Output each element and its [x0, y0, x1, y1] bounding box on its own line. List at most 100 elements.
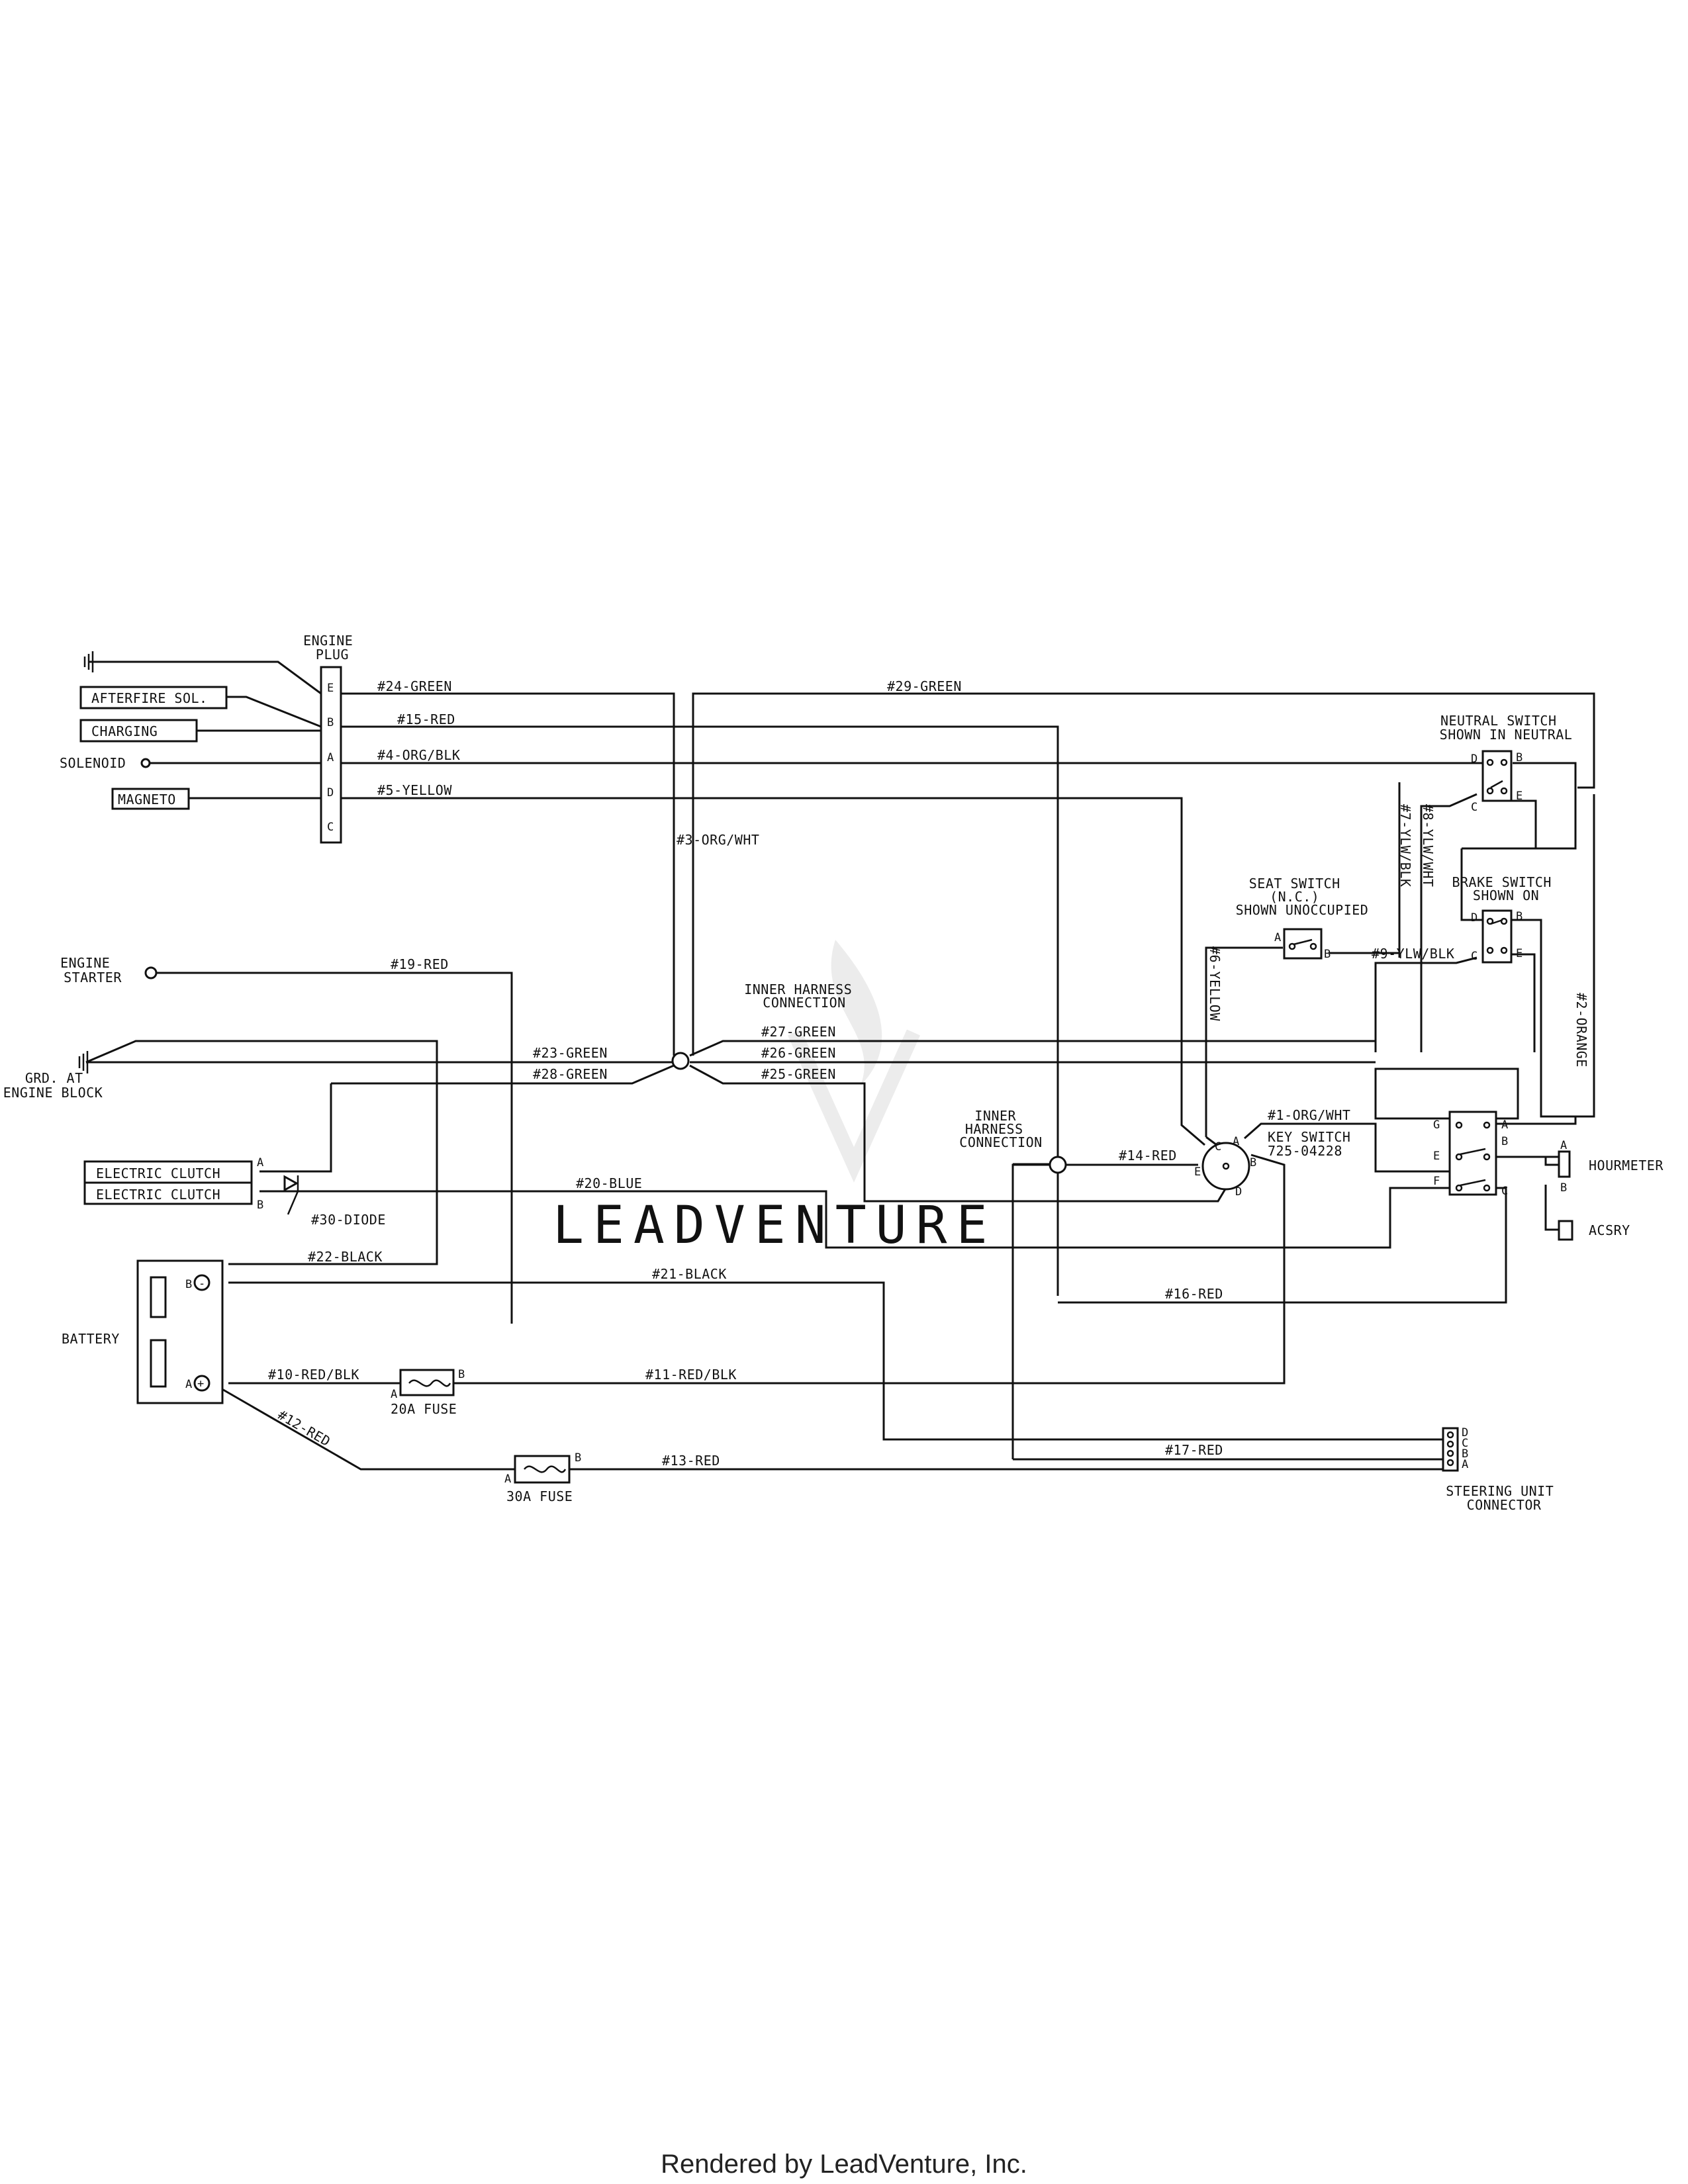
wire-label-17: #17-RED [1165, 1442, 1223, 1458]
diode: #30-DIODE [283, 1175, 386, 1228]
fuse-30a-label: 30A FUSE [506, 1488, 573, 1504]
footer-credit: Rendered by LeadVenture, Inc. [661, 2150, 1027, 2179]
brake-term-b: B [1516, 910, 1523, 923]
engine-plug: ENGINE PLUG E B A D C [303, 633, 353, 844]
wire-label-2: #2-ORANGE [1573, 993, 1589, 1068]
neutral-term-e: E [1516, 790, 1523, 803]
wire-label-20: #20-BLUE [576, 1175, 642, 1191]
wire-label-6: #6-YELLOW [1207, 946, 1223, 1021]
seat-term-b: B [1324, 948, 1331, 961]
wire-label-25: #25-GREEN [761, 1066, 836, 1082]
steering-unit-connector: D C B A STEERING UNIT CONNECTOR [1442, 1426, 1554, 1513]
brake-switch: BRAKE SWITCH SHOWN ON D B C E [1452, 874, 1560, 964]
wire-label-27: #27-GREEN [761, 1024, 836, 1040]
wire-label-8: #8-YLW/WHT [1420, 804, 1436, 887]
magneto-label: MAGNETO [118, 792, 176, 807]
pto-term-b: B [1501, 1135, 1508, 1148]
hourmeter: A B HOURMETER [1558, 1139, 1664, 1195]
diode-label: #30-DIODE [311, 1212, 386, 1228]
neutral-term-b: B [1516, 751, 1523, 764]
wire-label-14: #14-RED [1119, 1148, 1177, 1163]
wire-label-23: #23-GREEN [533, 1045, 608, 1061]
hourmeter-term-a: A [1560, 1139, 1567, 1152]
key-switch: C A B E D KEY SWITCH 725-04228 [1194, 1129, 1350, 1199]
key-term-b: B [1250, 1156, 1256, 1169]
brake-term-e: E [1516, 947, 1523, 960]
engine-plug-label-line1: ENGINE [303, 633, 353, 649]
engine-starter-label-line2: STARTER [64, 970, 122, 985]
steer-pin-b: B [1462, 1447, 1468, 1461]
grd-label-line1: GRD. AT [25, 1070, 83, 1086]
accessory: ACSRY [1558, 1220, 1630, 1241]
wire-label-11: #11-RED/BLK [645, 1367, 737, 1383]
inner-harness-connection-2: INNER HARNESS CONNECTION [959, 1108, 1067, 1174]
afterfire-solenoid: AFTERFIRE SOL. [79, 686, 228, 709]
neutral-term-c: C [1471, 801, 1477, 814]
battery-term-a: A [185, 1378, 192, 1391]
pto-term-g: G [1433, 1118, 1440, 1132]
seat-switch-label: SEAT SWITCH (N.C.) SHOWN UNOCCUPIED [1236, 876, 1369, 918]
fuse20-term-a: A [391, 1388, 397, 1401]
electric-clutch: ELECTRIC CLUTCH ELECTRIC CLUTCH A B [83, 1156, 263, 1212]
steer-pin-c: C [1462, 1437, 1468, 1450]
key-term-e: E [1194, 1165, 1201, 1179]
key-term-d: D [1235, 1185, 1242, 1199]
magneto-box: MAGNETO [111, 788, 190, 810]
wire-label-5: #5-YELLOW [377, 782, 452, 798]
wire-label-3: #3-ORG/WHT [677, 832, 759, 848]
electric-clutch-label-b: ELECTRIC CLUTCH [96, 1187, 220, 1203]
fuse-20a-label: 20A FUSE [391, 1401, 457, 1417]
inner-harness-1-label: INNER HARNESS CONNECTION [744, 981, 861, 1011]
wire-label-7: #7-YLW/BLK [1397, 804, 1413, 887]
solenoid: SOLENOID [60, 755, 151, 771]
acsry-label: ACSRY [1589, 1222, 1630, 1238]
wire-label-4: #4-ORG/BLK [377, 747, 460, 763]
fuse-30a: A B 30A FUSE [504, 1451, 581, 1504]
key-switch-label-line2: 725-04228 [1268, 1143, 1342, 1159]
inner-harness-1-line2: CONNECTION [763, 995, 845, 1011]
fuse30-term-a: A [504, 1473, 511, 1486]
fuse-20a: A B 20A FUSE [391, 1368, 465, 1417]
wire-label-16: #16-RED [1165, 1286, 1223, 1302]
wire-label-13: #13-RED [662, 1453, 720, 1469]
inner-harness-2-line2: HARNESS [965, 1121, 1023, 1137]
wire-label-19: #19-RED [391, 956, 449, 972]
battery-label: BATTERY [62, 1331, 120, 1347]
steering-unit-line1: STEERING UNIT [1446, 1483, 1554, 1499]
battery: BATTERY B - A + [62, 1259, 224, 1404]
seat-switch-line2: (N.C.) [1270, 889, 1319, 905]
steer-pin-a: A [1462, 1458, 1468, 1471]
engine-starter-label: ENGINE STARTER [60, 955, 122, 985]
clutch-term-b: B [257, 1199, 263, 1212]
wire-label-24: #24-GREEN [377, 678, 452, 694]
battery-neg-sign: - [199, 1277, 205, 1291]
brake-switch-label: BRAKE SWITCH SHOWN ON [1452, 874, 1560, 903]
plug-pin-a: A [327, 751, 334, 764]
brake-term-d: D [1471, 911, 1477, 925]
pto-term-a: A [1501, 1118, 1508, 1132]
battery-term-b: B [185, 1278, 192, 1291]
grd-engine-block-label: GRD. AT ENGINE BLOCK [3, 1070, 103, 1101]
neutral-switch: NEUTRAL SWITCH SHOWN IN NEUTRAL D B C E [1440, 713, 1572, 814]
wire-label-26: #26-GREEN [761, 1045, 836, 1061]
engine-plug-body [320, 666, 342, 844]
wire-label-28: #28-GREEN [533, 1066, 608, 1082]
wire-label-12: #12-RED [275, 1407, 334, 1450]
ground-symbol-engine-plug [83, 651, 94, 672]
wire-label-1: #1-ORG/WHT [1268, 1107, 1350, 1123]
inner-harness-connection-1: INNER HARNESS CONNECTION [671, 981, 861, 1070]
battery-pos-sign: + [197, 1377, 204, 1390]
wire-paths [85, 660, 1595, 1471]
wire-label-22: #22-BLACK [308, 1249, 383, 1265]
hourmeter-term-b: B [1560, 1181, 1567, 1195]
watermark: LEADVENTURE [553, 940, 988, 1255]
key-term-a: A [1233, 1135, 1239, 1148]
pto-term-c: C [1501, 1185, 1508, 1198]
charging-box: CHARGING [79, 719, 198, 743]
grd-label-line2: ENGINE BLOCK [3, 1085, 103, 1101]
fuse20-term-b: B [458, 1368, 465, 1381]
steer-pin-d: D [1462, 1426, 1468, 1439]
brake-switch-line1: BRAKE SWITCH [1452, 874, 1552, 890]
neutral-term-d: D [1471, 752, 1477, 766]
